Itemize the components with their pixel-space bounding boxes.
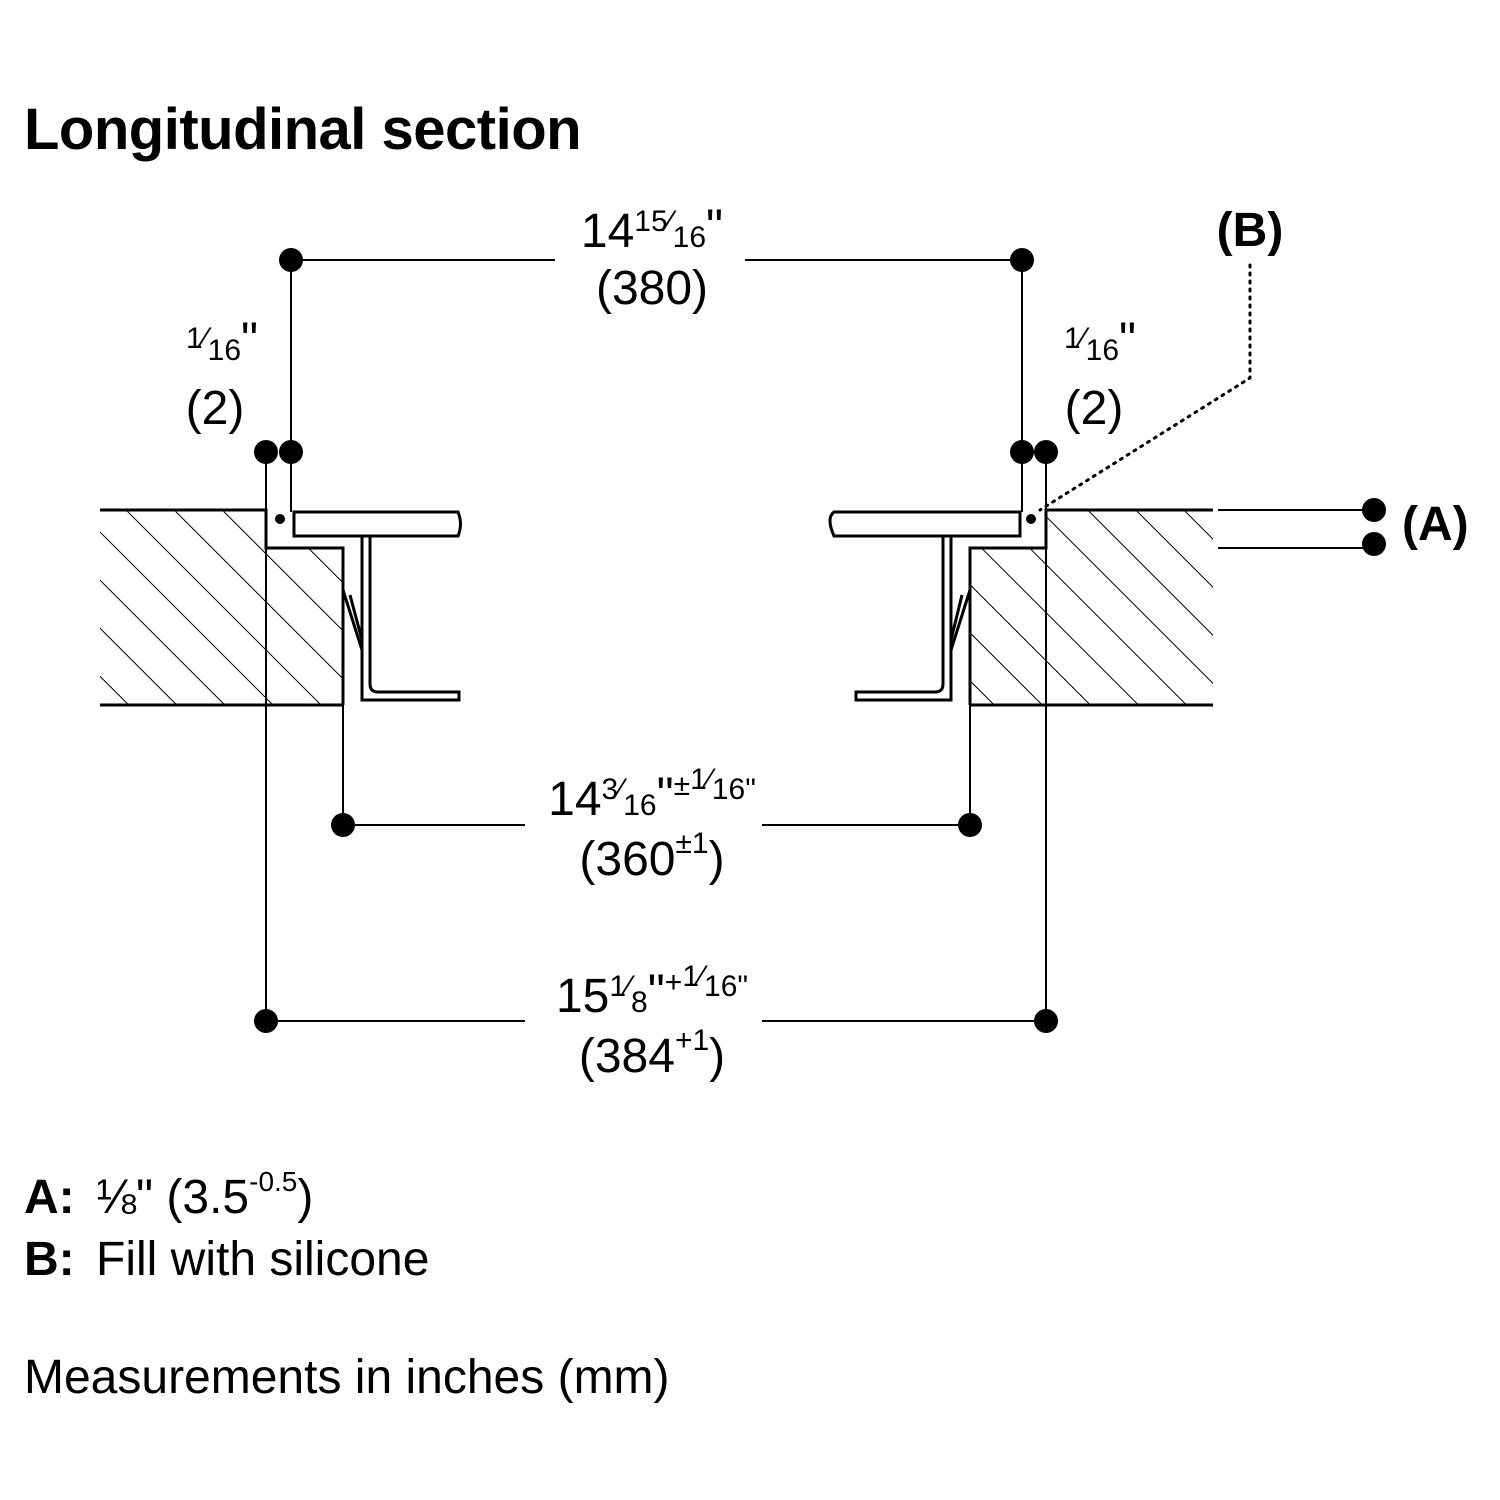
page-title: Longitudinal section [24, 97, 582, 162]
legend-text-b: Fill with silicone [96, 1233, 430, 1286]
legend-key-b: B: [24, 1233, 75, 1286]
cutout-width-inch-label: 143⁄16"±1⁄16" [548, 763, 756, 826]
silicone-joint-right [1026, 514, 1036, 524]
extension-lines [265, 260, 1374, 1021]
overall-width-inch-label: 151⁄8"+1⁄16" [556, 960, 748, 1023]
callout-b-label: (B) [1217, 204, 1284, 257]
left-appliance-profile [292, 510, 462, 702]
gap-right-inch-label: 1⁄16" [1064, 314, 1136, 367]
gap-left-inch-label: 1⁄16" [186, 314, 258, 367]
left-worktop [100, 508, 345, 707]
legend-sup-a: -0.5 [249, 1166, 298, 1197]
dimension-lines [266, 259, 1046, 1022]
gap-left-mm-label: (2) [186, 382, 245, 435]
right-worktop [968, 508, 1213, 707]
callout-b-leader [1038, 263, 1252, 512]
legend-row-b: B: Fill with silicone [24, 1232, 429, 1287]
legend-text-a: ⅛" (3.5 [96, 1171, 250, 1224]
units-note: Measurements in inches (mm) [24, 1351, 670, 1404]
legend-row-a: A: ⅛" (3.5-0.5) [24, 1168, 314, 1225]
legend-key-a: A: [24, 1171, 75, 1224]
callout-a-label: (A) [1402, 498, 1469, 551]
silicone-joint-left [275, 514, 285, 524]
dimension-dots [254, 248, 1386, 1033]
overall-width-mm-label: (384+1) [579, 1024, 725, 1083]
right-appliance-profile [828, 510, 1022, 702]
top-width-mm-label: (380) [596, 262, 708, 315]
top-width-inch-label: 1415⁄16" [581, 201, 723, 258]
gap-right-mm-label: (2) [1065, 382, 1124, 435]
cutout-width-mm-label: (360±1) [579, 827, 724, 886]
legend-tail-a: ) [297, 1171, 314, 1224]
